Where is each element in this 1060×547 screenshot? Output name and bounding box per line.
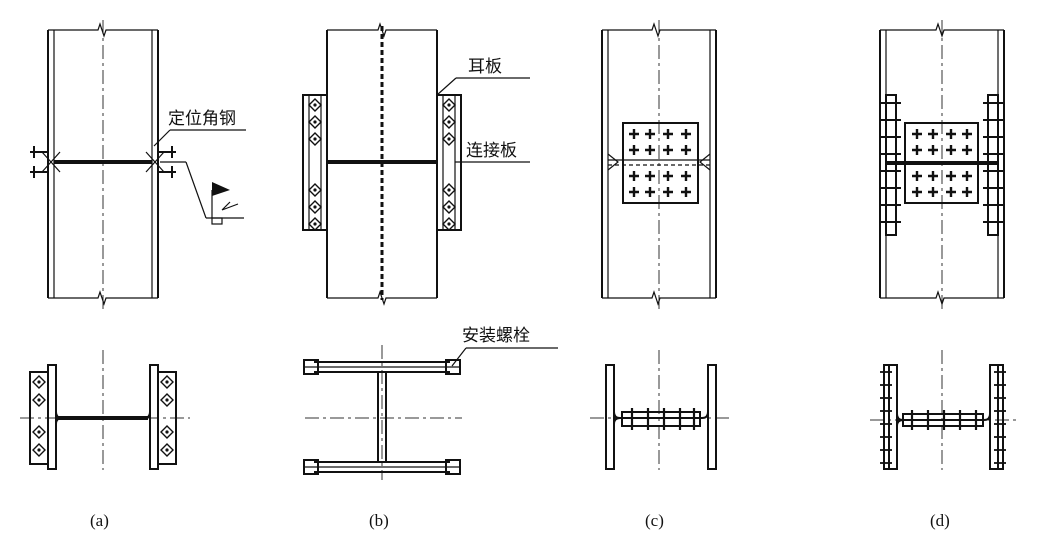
bolt-cross	[681, 129, 691, 139]
bolt-diamond	[160, 393, 174, 407]
label-connecting-plate: 连接板	[466, 141, 517, 161]
bolt-cross	[928, 129, 938, 139]
bolt-center	[37, 398, 41, 402]
bolt-center	[447, 222, 451, 226]
bolt-cross	[629, 145, 639, 155]
bolt-diamond	[308, 200, 322, 214]
elevation-a	[30, 20, 246, 310]
bolt-diamond	[442, 217, 456, 231]
bolt-center	[165, 398, 169, 402]
elevation-c	[601, 20, 717, 310]
bolt-diamond	[442, 115, 456, 129]
elevation-d	[879, 20, 1005, 310]
bolt-diamonds-b	[308, 98, 456, 231]
bolt-center	[165, 430, 169, 434]
bolt-diamond	[442, 183, 456, 197]
caption-a: (a)	[90, 511, 109, 530]
bolt-cross	[681, 145, 691, 155]
label-erection-bolt: 安装螺栓	[462, 326, 530, 346]
bolt-center	[447, 205, 451, 209]
bolt-diamond	[32, 443, 46, 457]
bolt-pattern-c	[629, 129, 691, 197]
bolt-cross	[629, 187, 639, 197]
bolt-center	[313, 120, 317, 124]
bolt-diamond	[308, 217, 322, 231]
bolt-diamond	[308, 98, 322, 112]
bolt-cross	[681, 171, 691, 181]
caption-d: (d)	[930, 511, 950, 530]
bolt-cross	[946, 145, 956, 155]
bolt-diamond	[308, 115, 322, 129]
bolt-center	[37, 430, 41, 434]
bolt-diamond	[32, 393, 46, 407]
bolt-cross	[645, 145, 655, 155]
bolt-diamond	[160, 425, 174, 439]
bolt-diamond	[160, 443, 174, 457]
bolt-center	[37, 448, 41, 452]
bolt-cross	[946, 129, 956, 139]
bolt-cross	[681, 187, 691, 197]
bolt-cross	[912, 145, 922, 155]
label-positioning-angle: 定位角钢	[168, 109, 236, 129]
bolt-diamond	[442, 200, 456, 214]
bolt-cross	[663, 187, 673, 197]
bolt-pattern-d	[881, 102, 1003, 223]
bolt-cross	[912, 187, 922, 197]
elevation-b	[302, 22, 530, 306]
bolt-center	[313, 137, 317, 141]
bolt-cross	[912, 171, 922, 181]
bolt-cross	[962, 145, 972, 155]
bolt-cross	[962, 171, 972, 181]
bolt-cross	[962, 187, 972, 197]
bolt-center	[447, 137, 451, 141]
section-c	[590, 350, 730, 470]
bolt-cross	[645, 187, 655, 197]
bolt-diamond	[308, 183, 322, 197]
bolt-cross	[663, 171, 673, 181]
bolt-center	[447, 103, 451, 107]
section-a	[20, 350, 190, 470]
bolt-row-section-c	[630, 408, 696, 430]
bolt-diamond	[308, 132, 322, 146]
bolt-cross	[928, 187, 938, 197]
bolt-diamond	[442, 98, 456, 112]
splice-bolts-d	[912, 129, 972, 197]
bolt-cross	[962, 129, 972, 139]
bolt-diamond	[32, 425, 46, 439]
bolt-center	[313, 205, 317, 209]
bolt-cross	[912, 129, 922, 139]
bolt-center	[447, 188, 451, 192]
bolt-cross	[663, 129, 673, 139]
bolt-center	[165, 380, 169, 384]
bolt-cross	[928, 145, 938, 155]
bolt-rows-section-d	[880, 371, 1006, 464]
bolt-diamond	[32, 375, 46, 389]
caption-c: (c)	[645, 511, 664, 530]
bolt-center	[165, 448, 169, 452]
bolt-center	[313, 188, 317, 192]
label-ear-plate: 耳板	[468, 57, 502, 77]
bolt-center	[447, 120, 451, 124]
bolt-cross	[946, 171, 956, 181]
bolt-center	[313, 103, 317, 107]
bolt-cross	[928, 171, 938, 181]
bolt-diamond	[442, 132, 456, 146]
caption-b: (b)	[369, 511, 389, 530]
section-b	[303, 345, 558, 480]
bolt-cross	[629, 129, 639, 139]
bolt-cross	[645, 171, 655, 181]
bolt-center	[313, 222, 317, 226]
bolt-center	[37, 380, 41, 384]
bolt-diamond	[160, 375, 174, 389]
bolt-cross	[946, 187, 956, 197]
bolt-cross	[645, 129, 655, 139]
bolt-diamonds-section-a	[32, 375, 174, 457]
bolt-cross	[663, 145, 673, 155]
bolt-cross	[629, 171, 639, 181]
